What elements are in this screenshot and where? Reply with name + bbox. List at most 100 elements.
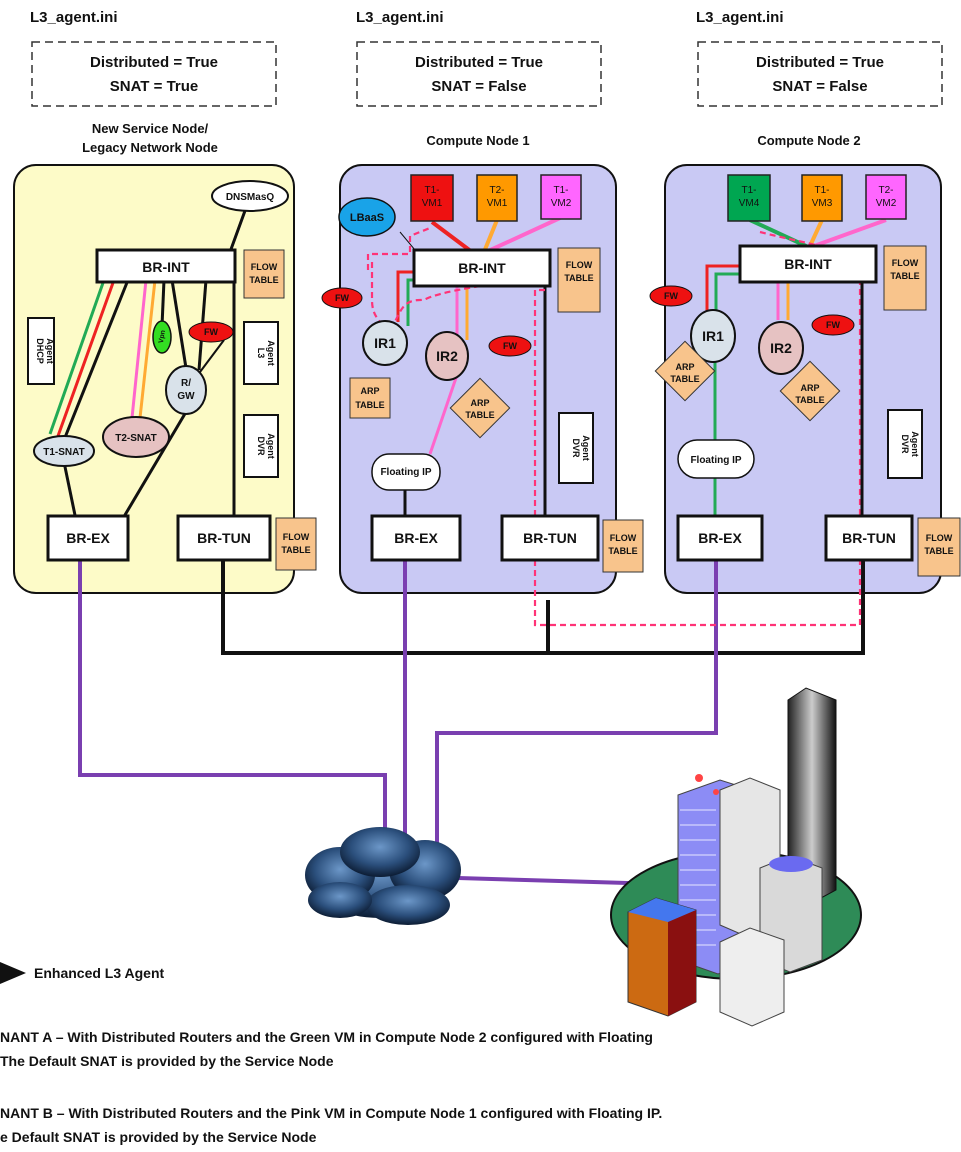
flow-table-label-2: TABLE bbox=[564, 273, 593, 283]
flow-table-label-1: FLOW bbox=[251, 262, 278, 272]
vm-t2-vm2 bbox=[865, 174, 907, 220]
vm-label-2: VM4 bbox=[739, 198, 760, 209]
br-tun-label: BR-TUN bbox=[197, 530, 251, 546]
dhcp-agent-label-1: DHCP bbox=[35, 338, 45, 364]
ir2-label: IR2 bbox=[770, 340, 792, 356]
service-node-title-1: New Service Node/ bbox=[92, 121, 209, 136]
config-file-label: L3_agent.ini bbox=[696, 9, 784, 26]
ir2-label: IR2 bbox=[436, 348, 458, 364]
ir1-router bbox=[362, 320, 408, 366]
t2-snat-node bbox=[102, 416, 170, 458]
compute-node-1-internals: T1- VM1 T2- VM1 T1- VM2 LBaaS BR-INT FLO… bbox=[321, 174, 862, 627]
arp-table-label-1: ARP bbox=[675, 362, 694, 372]
vm-label-2: VM2 bbox=[551, 198, 572, 209]
floating-ip bbox=[371, 453, 441, 491]
br-ex-switch bbox=[676, 514, 764, 562]
vm-label-2: VM1 bbox=[487, 198, 508, 209]
br-ex-label: BR-EX bbox=[698, 530, 742, 546]
dvr-agent-label-1: DVR bbox=[900, 434, 910, 454]
br-ex-label: BR-EX bbox=[394, 530, 438, 546]
enhanced-l3-agent-arrow-icon bbox=[0, 962, 26, 984]
vm-t1-vm2 bbox=[540, 174, 582, 220]
fw-label: FW bbox=[335, 293, 349, 303]
vm-t1-vm1 bbox=[410, 174, 454, 222]
flow-table bbox=[883, 245, 927, 311]
flow-table bbox=[917, 517, 961, 577]
br-int-switch bbox=[95, 248, 237, 284]
br-int-switch bbox=[412, 248, 552, 288]
arp-table-label-2: TABLE bbox=[795, 395, 824, 405]
compute-node-2-title: Compute Node 2 bbox=[757, 133, 860, 148]
br-int-switch bbox=[738, 244, 878, 284]
arp-table-label-2: TABLE bbox=[670, 374, 699, 384]
fw-label: FW bbox=[503, 341, 517, 351]
dvr-agent-label-2: Agent bbox=[581, 435, 591, 461]
config-compute-node-1: L3_agent.ini Distributed = True SNAT = F… bbox=[356, 9, 602, 107]
flow-table-label-1: FLOW bbox=[926, 533, 953, 543]
fw-icon bbox=[649, 285, 693, 307]
ir1-router bbox=[690, 309, 736, 363]
floating-ip-label: Floating IP bbox=[380, 467, 431, 478]
vm-label-1: T2- bbox=[879, 185, 894, 196]
arp-table bbox=[349, 377, 391, 419]
arp-table-label-2: TABLE bbox=[355, 400, 384, 410]
vm-t2-vm1 bbox=[476, 174, 518, 222]
arp-table bbox=[779, 360, 841, 422]
vm-label-1: T1- bbox=[425, 185, 440, 196]
br-int-label: BR-INT bbox=[142, 259, 190, 275]
br-tun-switch bbox=[500, 514, 600, 562]
ir2-router bbox=[425, 331, 469, 381]
arp-table bbox=[654, 340, 716, 402]
ir1-label: IR1 bbox=[374, 335, 396, 351]
config-service-node: L3_agent.ini Distributed = True SNAT = T… bbox=[30, 9, 277, 107]
br-int-label: BR-INT bbox=[784, 256, 832, 272]
config-distributed: Distributed = True bbox=[90, 54, 218, 71]
l3-agent bbox=[243, 321, 279, 385]
config-file-label: L3_agent.ini bbox=[356, 9, 444, 26]
t2-snat-label: T2-SNAT bbox=[115, 433, 156, 444]
legend-tenant-a-line-1: NANT A – With Distributed Routers and th… bbox=[0, 1029, 653, 1045]
fw-icon bbox=[811, 314, 855, 336]
flow-table bbox=[557, 247, 601, 313]
l3-agent-label-2: Agent bbox=[266, 340, 276, 366]
dvr-agent bbox=[887, 409, 923, 479]
br-ex-switch bbox=[370, 514, 462, 562]
vpn-node bbox=[152, 320, 172, 354]
router-gateway-node bbox=[165, 365, 207, 415]
config-snat: SNAT = True bbox=[110, 78, 199, 95]
vm-label-1: T1- bbox=[815, 185, 830, 196]
flow-table-label-1: FLOW bbox=[610, 533, 637, 543]
vm-label-1: T1- bbox=[554, 185, 569, 196]
flow-table-label-1: FLOW bbox=[892, 258, 919, 268]
config-box bbox=[31, 41, 277, 107]
dvr-agent-label-1: DVR bbox=[571, 438, 581, 458]
arp-table-label-1: ARP bbox=[800, 383, 819, 393]
floating-ip bbox=[677, 439, 755, 479]
legend-tenant-b-line-2: e Default SNAT is provided by the Servic… bbox=[0, 1129, 317, 1145]
config-file-label: L3_agent.ini bbox=[30, 9, 118, 26]
lbaas-node bbox=[338, 197, 396, 237]
legend-tenant-a-line-2: The Default SNAT is provided by the Serv… bbox=[0, 1053, 334, 1069]
ir2-router bbox=[758, 321, 804, 375]
tunnel-backbone bbox=[221, 540, 865, 655]
flow-table-label-2: TABLE bbox=[281, 545, 310, 555]
flow-table-label-1: FLOW bbox=[283, 532, 310, 542]
flow-table-label-2: TABLE bbox=[249, 275, 278, 285]
internet-cloud-icon bbox=[305, 827, 461, 925]
city-buildings-icon bbox=[610, 687, 862, 1027]
router-gateway-label-1: R/ bbox=[181, 378, 191, 389]
br-int-label: BR-INT bbox=[458, 260, 506, 276]
dvr-agent-label-1: DVR bbox=[256, 436, 266, 456]
vm-t1-vm4 bbox=[727, 174, 771, 222]
arp-table-label-2: TABLE bbox=[465, 410, 494, 420]
dvr-agent bbox=[243, 414, 279, 478]
dvr-agent-label-2: Agent bbox=[266, 433, 276, 459]
fw-icon bbox=[488, 335, 532, 357]
br-ex-switch bbox=[46, 514, 130, 562]
config-snat: SNAT = False bbox=[431, 78, 526, 95]
dvr-agent-label-2: Agent bbox=[910, 431, 920, 457]
vm-label-1: T1- bbox=[742, 185, 757, 196]
flow-table bbox=[602, 519, 644, 573]
t1-snat-node bbox=[33, 435, 95, 467]
